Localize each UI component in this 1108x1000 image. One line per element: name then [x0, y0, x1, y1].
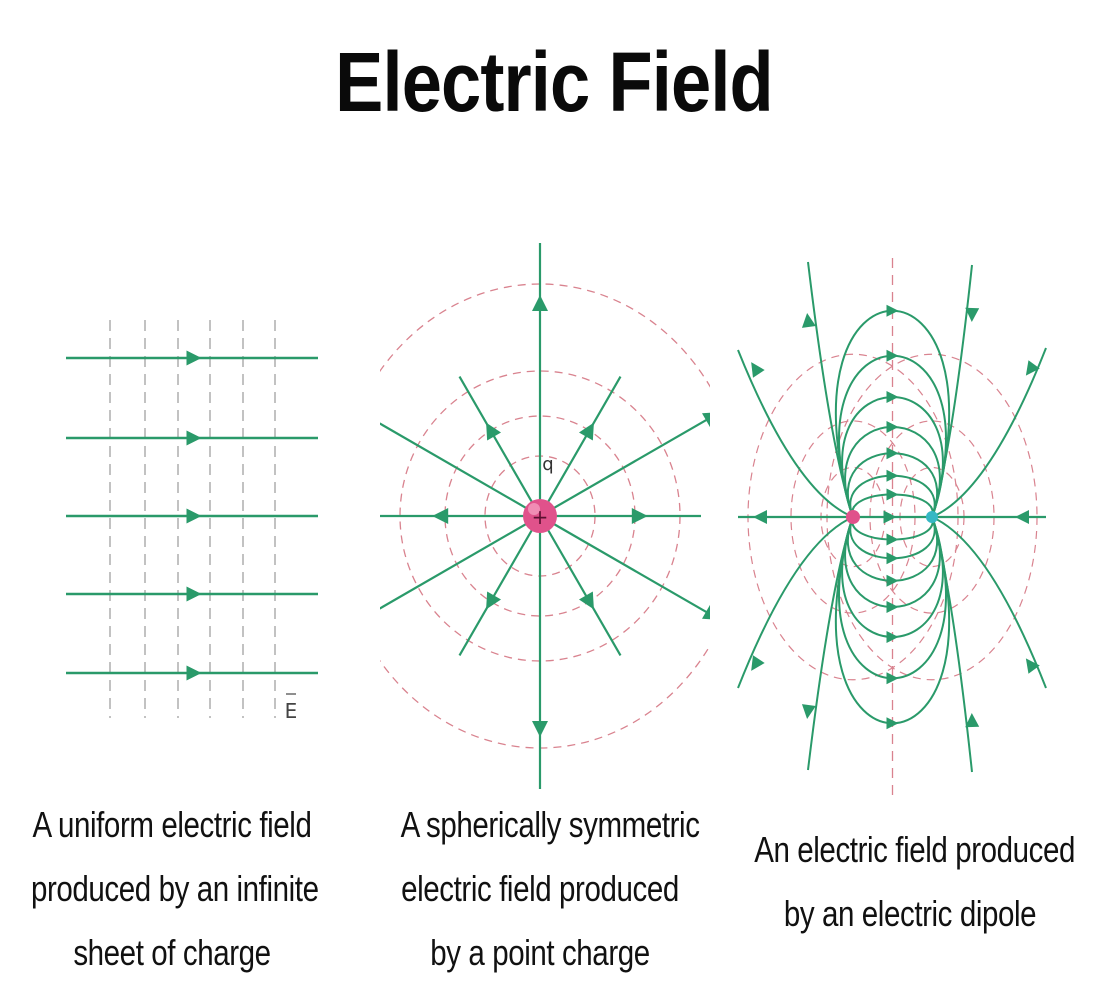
dipole-field-line — [931, 347, 1047, 518]
dipole-field-line — [807, 261, 854, 518]
field-arrowhead — [486, 422, 502, 441]
positive-dipole-charge — [846, 510, 860, 524]
dipole-field-line — [737, 516, 854, 689]
spherical-field-caption: A spherically symmetric electric field p… — [400, 793, 700, 985]
field-arrowhead — [432, 508, 449, 524]
field-arrowhead — [886, 672, 899, 685]
caption-line: A spherically symmetric — [400, 804, 700, 845]
field-arrowhead — [886, 601, 899, 613]
dipole-field-diagram — [737, 258, 1047, 800]
field-arrowhead — [486, 591, 502, 610]
field-arrowhead — [886, 447, 899, 460]
field-arrowhead — [578, 591, 594, 610]
sheet-of-charge-lines — [109, 320, 276, 718]
field-arrowhead — [886, 421, 899, 433]
uniform-field-diagram: E — [66, 320, 318, 723]
field-arrowhead — [886, 533, 899, 546]
dipole-field-caption: An electric field produced by an electri… — [754, 818, 1076, 946]
field-arrowhead — [886, 349, 899, 362]
page-title: Electric Field — [335, 35, 773, 129]
caption-line: sheet of charge — [73, 932, 271, 974]
charge-label-q: q — [542, 454, 553, 475]
caption-line: by an electric dipole — [783, 893, 1037, 935]
caption-line: by a point charge — [430, 932, 650, 974]
field-arrowhead — [886, 717, 899, 730]
field-arrowhead — [186, 586, 202, 602]
field-arrowhead — [886, 469, 899, 482]
field-line — [539, 515, 622, 656]
field-vector-label: E — [285, 699, 298, 723]
field-arrowhead — [751, 655, 765, 671]
field-arrowhead — [886, 574, 899, 587]
uniform-field-caption: A uniform electric field produced by an … — [30, 793, 319, 985]
field-arrowhead — [186, 430, 202, 446]
field-line — [539, 416, 710, 517]
dipole-field-line — [931, 516, 1047, 689]
dipole-equipotential-curves — [747, 258, 1038, 800]
caption-line: An electric field produced — [754, 829, 1076, 870]
field-arrowhead — [532, 720, 548, 737]
field-arrowhead — [186, 665, 202, 681]
field-line — [380, 422, 541, 517]
field-arrowhead — [186, 350, 202, 366]
field-arrowhead — [886, 391, 899, 403]
dipole-field-lines — [737, 261, 1047, 773]
field-arrowhead — [1025, 658, 1040, 674]
field-arrowhead — [801, 704, 816, 719]
field-arrowhead — [886, 488, 899, 501]
dipole-field-line — [931, 516, 973, 773]
point-charge-diagram: + q — [380, 243, 710, 789]
field-arrowhead — [965, 307, 980, 322]
field-line — [539, 376, 622, 517]
field-arrowhead — [883, 510, 897, 524]
caption-line: A uniform electric field — [32, 804, 312, 845]
field-arrowhead — [532, 295, 548, 312]
field-arrowhead — [753, 510, 767, 524]
caption-line: produced by an infinite — [30, 868, 319, 910]
field-arrowhead — [578, 422, 594, 441]
field-arrowhead — [965, 713, 980, 728]
field-arrowhead — [751, 362, 765, 378]
field-arrowhead — [186, 508, 202, 524]
caption-line: electric field produced — [401, 868, 679, 910]
dipole-field-line — [737, 349, 854, 518]
field-arrowhead — [886, 304, 899, 317]
charge-sign: + — [532, 505, 549, 529]
field-arrowhead — [631, 508, 648, 524]
field-arrowhead — [701, 604, 710, 620]
field-line — [458, 376, 541, 517]
field-line — [380, 515, 541, 610]
field-arrowhead — [701, 412, 710, 428]
field-arrowhead — [886, 552, 899, 565]
uniform-field-lines — [66, 350, 318, 681]
dipole-field-line — [807, 516, 854, 771]
field-line — [458, 515, 541, 656]
field-line — [539, 515, 710, 616]
negative-dipole-charge — [926, 511, 938, 523]
field-arrowhead — [801, 313, 816, 328]
radial-field-lines — [380, 243, 710, 789]
field-arrowhead — [1015, 510, 1029, 524]
charge-highlight — [528, 503, 540, 515]
field-arrowhead — [1025, 360, 1040, 376]
field-arrowhead — [886, 631, 899, 643]
